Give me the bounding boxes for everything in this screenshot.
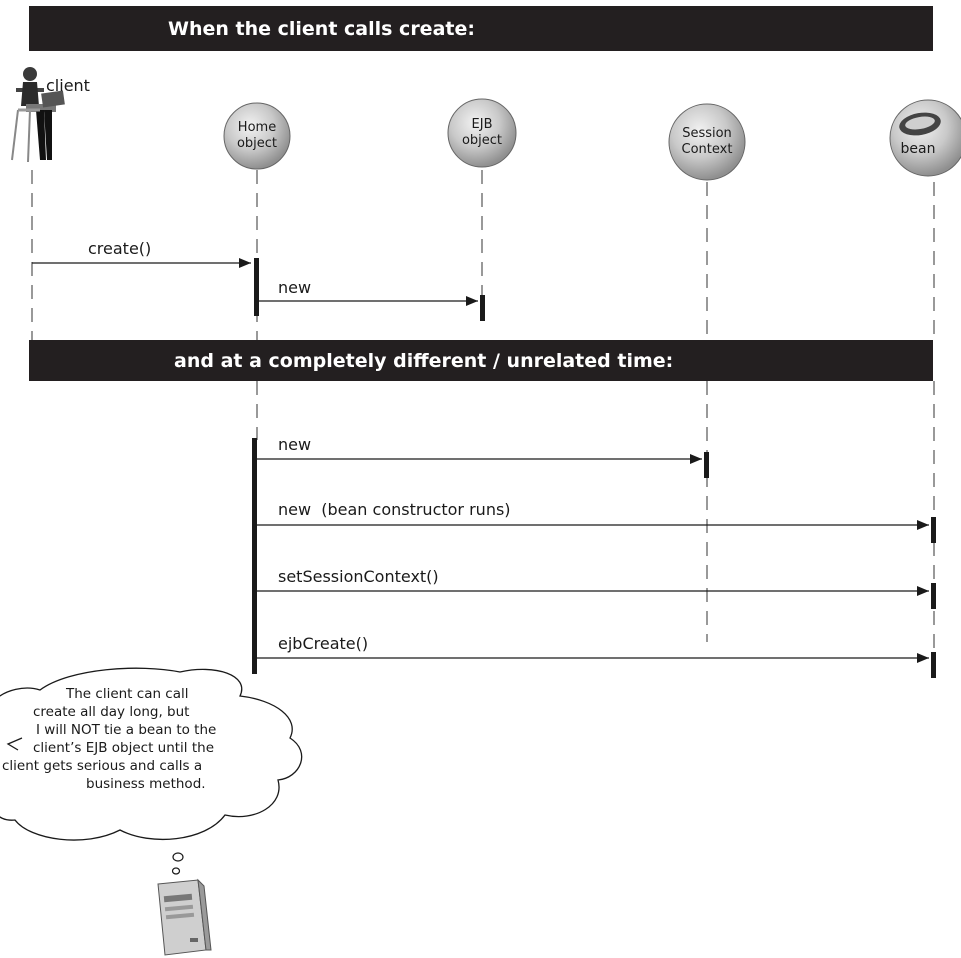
banner-create-text: When the client calls create: — [168, 17, 475, 40]
server-tower-icon — [157, 878, 212, 956]
thought-line-4: client’s EJB object until the — [33, 740, 215, 756]
message-ejb-create-label: ejbCreate() — [278, 634, 368, 653]
message-new-bean-label: new (bean constructor runs) — [278, 500, 511, 519]
banner-create: When the client calls create: — [29, 6, 933, 51]
message-new-context-label: new — [278, 435, 311, 454]
bean-label: bean — [901, 141, 936, 157]
thought-line-2: create all day long, but — [33, 704, 190, 720]
thought-line-5: client gets serious and calls a — [2, 758, 203, 774]
bean-icon — [899, 112, 941, 136]
person-with-laptop-icon — [11, 67, 65, 163]
thought-line-3: I will NOT tie a bean to the — [36, 722, 217, 738]
activation-ejb — [480, 295, 485, 321]
banner-unrelated-time: and at a completely different / unrelate… — [29, 340, 933, 381]
message-new-ejb-label: new — [278, 278, 311, 297]
context-label-line1: Session — [682, 126, 732, 141]
thought-line-6: business method. — [86, 776, 206, 792]
activation-bean-set — [931, 583, 936, 609]
participant-session-context: Session Context — [668, 103, 746, 181]
thought-pointer — [6, 737, 23, 751]
activation-home-create — [254, 258, 259, 316]
thought-dot-small — [171, 867, 181, 875]
participant-ejb-object: EJB object — [447, 98, 517, 168]
activation-bean-create — [931, 652, 936, 678]
activation-home-lower — [252, 438, 257, 674]
banner-unrelated-text: and at a completely different / unrelate… — [174, 349, 674, 372]
participant-client-label: client — [46, 76, 90, 95]
context-label-line2: Context — [682, 142, 733, 157]
home-label-line2: object — [237, 136, 277, 151]
message-create-label: create() — [88, 239, 151, 258]
message-set-context-label: setSessionContext() — [278, 567, 439, 586]
thought-dot-large — [172, 852, 184, 862]
participant-bean: bean — [889, 99, 961, 177]
activation-context — [704, 452, 709, 478]
participant-home-object: Home object — [223, 102, 291, 170]
ejb-label-line2: object — [462, 133, 502, 148]
thought-bubble — [0, 667, 303, 841]
thought-line-1: The client can call — [66, 686, 189, 702]
activation-bean-new — [931, 517, 936, 543]
home-label-line1: Home — [238, 120, 276, 135]
ejb-label-line1: EJB — [472, 117, 493, 132]
